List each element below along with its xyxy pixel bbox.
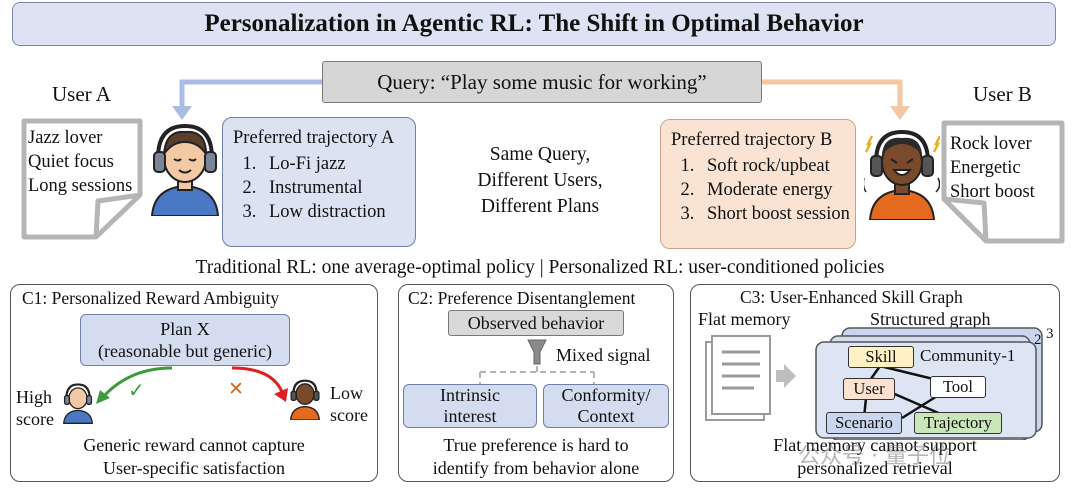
high-score-label: High score <box>16 386 54 430</box>
center-line: Same Query, <box>489 144 591 165</box>
trajectory-b-item: Moderate energy <box>699 178 855 202</box>
c3-title: C3: User-Enhanced Skill Graph <box>740 287 963 307</box>
arrow-head-a <box>172 106 192 120</box>
c2-title: C2: Preference Disentanglement <box>408 288 636 308</box>
intrinsic-line: interest <box>443 406 497 426</box>
structured-graph-label: Structured graph <box>870 309 991 329</box>
user-a-note-shape <box>21 118 143 240</box>
query-arrows <box>172 79 910 120</box>
skill-node: Skill <box>848 346 914 368</box>
center-caption: Same Query, Different Users, Different P… <box>440 142 640 220</box>
conformity-line: Context <box>577 406 635 426</box>
c2-caption: True preference is hard to identify from… <box>398 434 674 480</box>
center-line: Different Users, <box>477 170 603 191</box>
user-a-label: User A <box>52 82 111 106</box>
c3-caption: Flat memory cannot support personalized … <box>690 434 1060 480</box>
user-a-traits: Jazz lover Quiet focus Long sessions <box>28 126 132 198</box>
user-a-trait: Long sessions <box>28 176 133 196</box>
plan-x-desc: (reasonable but generic) <box>98 341 272 361</box>
trajectory-b-item: Soft rock/upbeat <box>699 154 855 178</box>
user-b-note-shape <box>941 120 1065 244</box>
c2-caption-line: True preference is hard to <box>443 435 629 455</box>
diagram-title: Personalization in Agentic RL: The Shift… <box>12 2 1056 46</box>
plan-x-box: Plan X (reasonable but generic) <box>80 314 290 366</box>
policy-comparison-line: Traditional RL: one average-optimal poli… <box>195 257 885 278</box>
cross-icon: ✕ <box>228 378 244 400</box>
red-arrow <box>231 366 284 393</box>
query-text: Query: “Play some music for working” <box>377 69 707 94</box>
user-a-small-avatar-icon <box>63 383 93 424</box>
funnel-icon <box>527 339 547 365</box>
c3-caption-line: Flat memory cannot support <box>773 435 977 455</box>
trajectory-b-item: Short boost session <box>699 202 855 226</box>
observed-behavior-box: Observed behavior <box>448 310 624 336</box>
scenario-node: Scenario <box>826 412 902 434</box>
observed-behavior-text: Observed behavior <box>467 312 605 333</box>
high-score-line: score <box>16 409 54 429</box>
plan-x-name: Plan X <box>160 319 210 339</box>
flat-memory-icon <box>705 335 796 421</box>
c1-caption-line: User-specific satisfaction <box>102 458 286 478</box>
conformity-context-box: Conformity/ Context <box>543 384 669 428</box>
arrow-to-user-a <box>179 79 322 108</box>
user-b-small-avatar-icon <box>290 379 320 420</box>
title-text: Personalization in Agentic RL: The Shift… <box>204 10 864 37</box>
user-a-trait: Quiet focus <box>28 152 114 172</box>
trajectory-a-item: Low distraction <box>261 200 415 224</box>
c1-title: C1: Personalized Reward Ambiguity <box>22 288 280 308</box>
trajectory-b-list: Soft rock/upbeat Moderate energy Short b… <box>671 154 855 226</box>
community-label: Community-1 <box>920 346 1016 365</box>
watermark: 公众号 · 量子位 <box>798 444 951 469</box>
low-score-label: Low score <box>330 382 368 426</box>
user-b-traits: Rock lover Energetic Short boost <box>950 132 1035 204</box>
user-a-trait: Jazz lover <box>28 128 103 148</box>
trajectory-node: Trajectory <box>914 412 1002 434</box>
user-node: User <box>843 378 895 400</box>
trajectory-a-list: Lo-Fi jazz Instrumental Low distraction <box>233 152 415 224</box>
arrow-to-user-b <box>762 79 903 108</box>
high-score-line: High <box>16 387 52 407</box>
low-score-line: score <box>330 405 368 425</box>
trajectory-a-box: Preferred trajectory A Lo-Fi jazz Instru… <box>222 117 416 247</box>
flat-memory-label: Flat memory <box>698 309 791 329</box>
trajectory-a-item: Instrumental <box>261 176 415 200</box>
trajectory-a-item: Lo-Fi jazz <box>261 152 415 176</box>
c1-arrows <box>96 366 288 404</box>
user-b-label: User B <box>973 82 1032 106</box>
c1-caption: Generic reward cannot capture User-speci… <box>10 434 378 480</box>
c1-caption-line: Generic reward cannot capture <box>83 435 305 455</box>
trajectory-a-title: Preferred trajectory A <box>233 128 395 148</box>
user-b-trait: Rock lover <box>950 134 1032 154</box>
trajectory-b-box: Preferred trajectory B Soft rock/upbeat … <box>660 119 856 249</box>
user-b-trait: Short boost <box>950 182 1035 202</box>
center-line: Different Plans <box>480 196 600 217</box>
tool-node: Tool <box>930 376 986 398</box>
low-score-line: Low <box>330 383 363 403</box>
user-b-trait: Energetic <box>950 158 1021 178</box>
query-box: Query: “Play some music for working” <box>322 61 762 103</box>
user-a-avatar-icon <box>150 123 220 216</box>
intrinsic-interest-box: Intrinsic interest <box>403 384 537 428</box>
mixed-signal-label: Mixed signal <box>556 345 651 365</box>
user-b-avatar-icon <box>864 129 940 220</box>
layer-number: 3 <box>1046 326 1054 342</box>
conformity-line: Conformity/ <box>561 385 651 405</box>
trajectory-b-title: Preferred trajectory B <box>671 130 833 150</box>
layer-number: 2 <box>1034 332 1042 348</box>
check-icon: ✓ <box>128 378 145 402</box>
green-arrow <box>102 366 173 398</box>
arrow-head-b <box>890 106 910 120</box>
c3-caption-line: personalized retrieval <box>797 458 953 478</box>
funnel-diagram <box>479 339 595 384</box>
c2-caption-line: identify from behavior alone <box>432 458 640 478</box>
intrinsic-line: Intrinsic <box>440 385 500 405</box>
